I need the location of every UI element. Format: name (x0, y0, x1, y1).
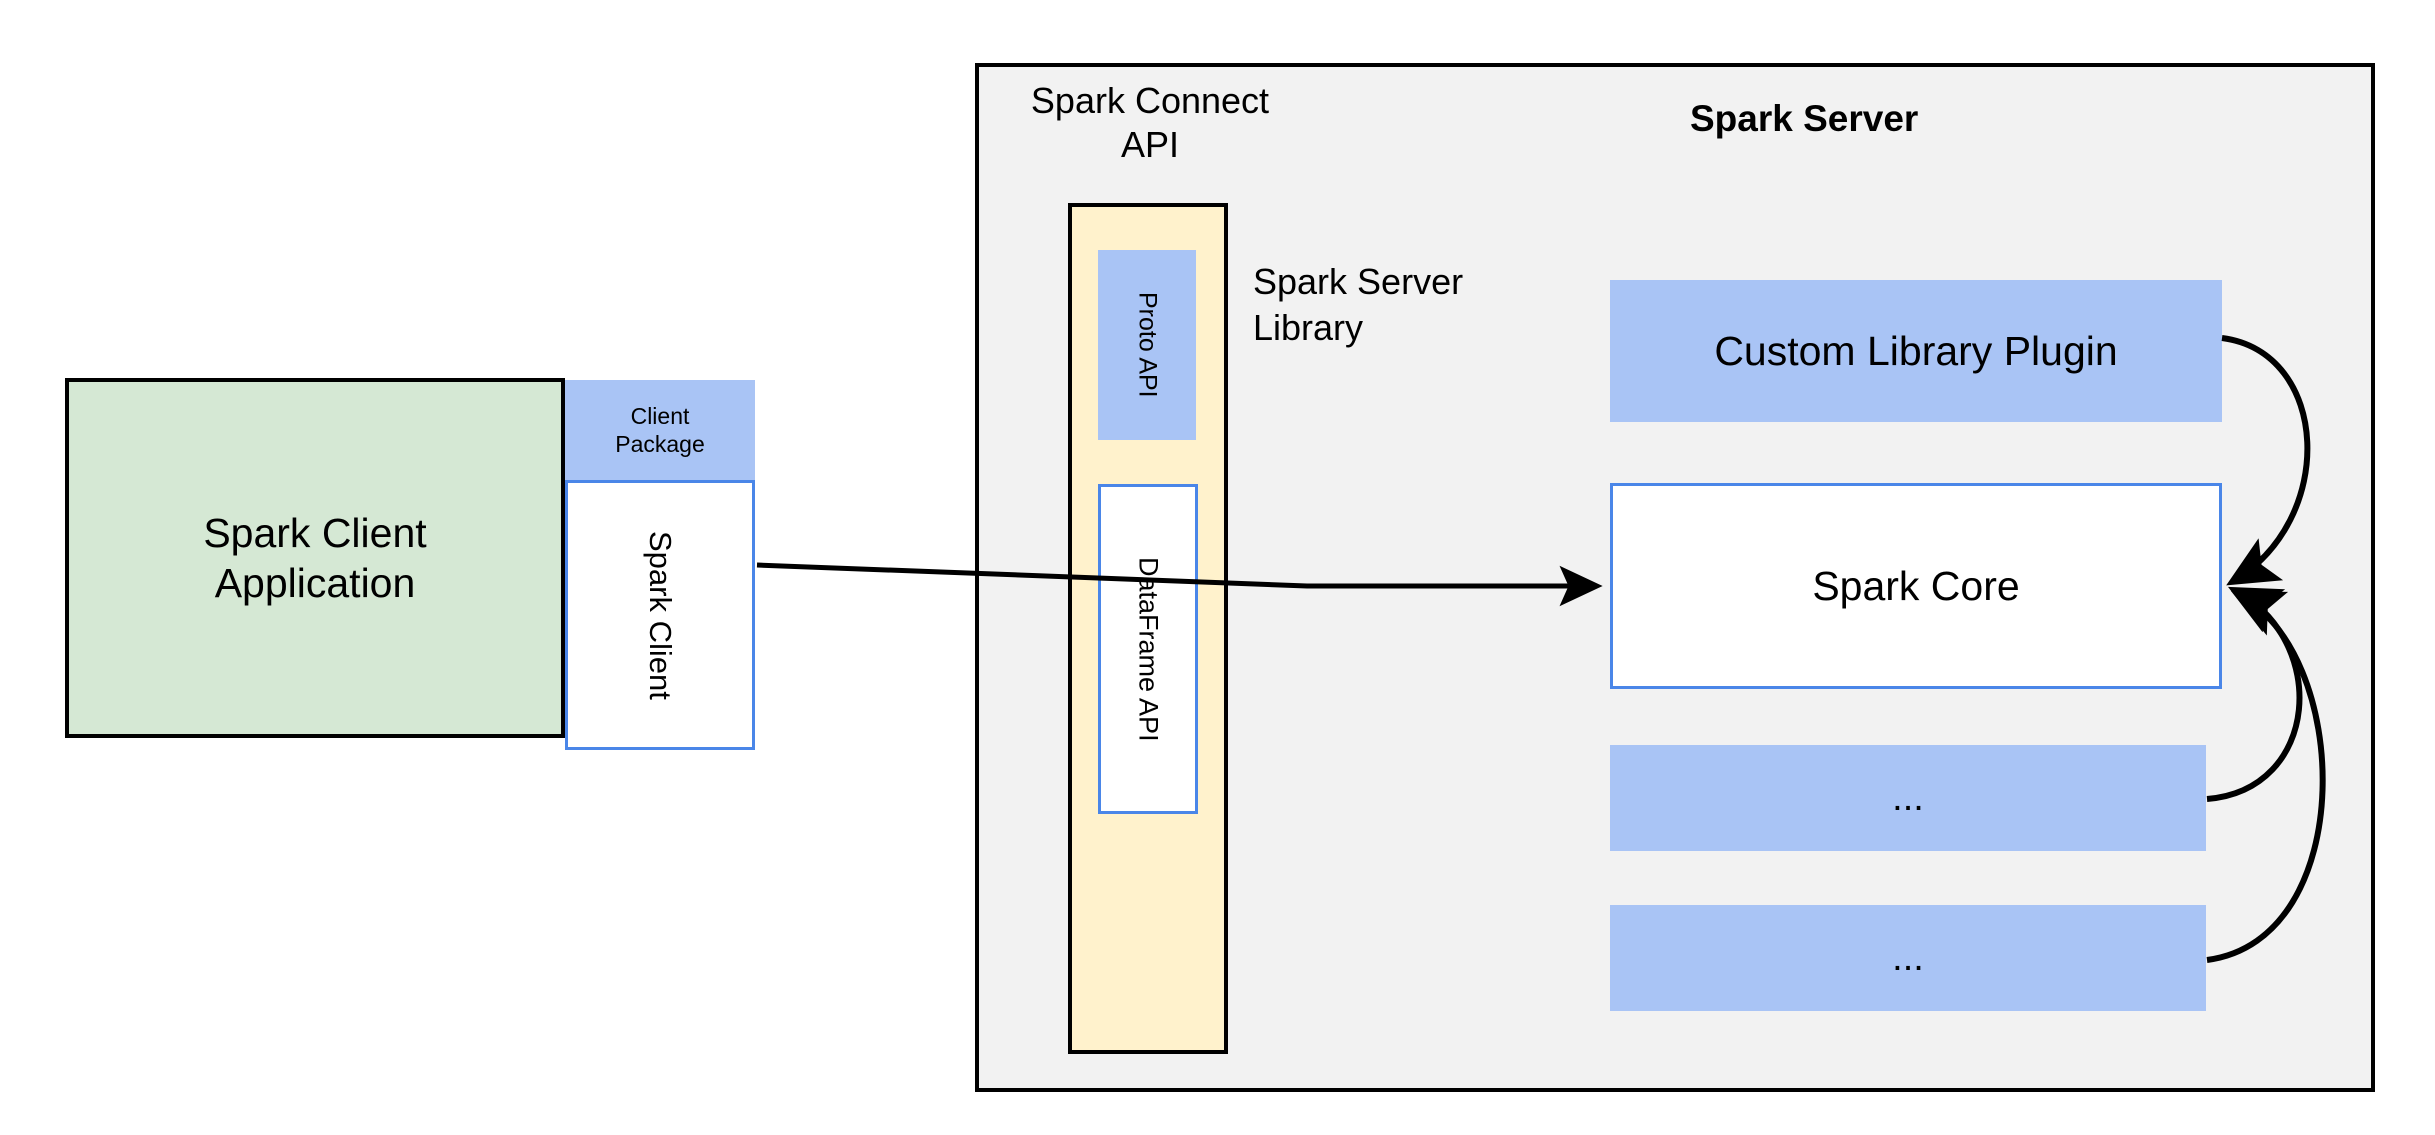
server-component-placeholder-1[interactable]: ... (1610, 745, 2206, 851)
dataframe-api-label: DataFrame API (1133, 556, 1164, 742)
proto-api-box[interactable]: Proto API (1098, 250, 1196, 440)
spark-client-application-box[interactable]: Spark Client Application (65, 378, 565, 738)
spark-client-box[interactable]: Spark Client (565, 480, 755, 750)
client-package-box[interactable]: Client Package (565, 380, 755, 480)
server-component-placeholder-2[interactable]: ... (1610, 905, 2206, 1011)
spark-server-library-label-line2: Library (1253, 307, 1364, 348)
spark-client-application-label-line2: Application (214, 560, 416, 606)
server-component-placeholder-1-label: ... (1892, 776, 1924, 819)
client-package-label-line1: Client (630, 402, 690, 429)
spark-core-box[interactable]: Spark Core (1610, 483, 2222, 689)
spark-connect-api-label-line2: API (1120, 124, 1180, 165)
spark-client-label: Spark Client (642, 530, 678, 700)
spark-server-library-label: Spark Server Library (1253, 250, 1583, 360)
spark-core-label: Spark Core (1812, 562, 2020, 609)
client-package-label-line2: Package (615, 431, 705, 457)
server-component-placeholder-2-label: ... (1892, 936, 1924, 979)
spark-server-library-label-line1: Spark Server (1253, 260, 1464, 302)
spark-connect-api-label-line1: Spark Connect (1030, 80, 1270, 122)
custom-library-plugin-box[interactable]: Custom Library Plugin (1610, 280, 2222, 422)
spark-connect-api-label: Spark Connect API (1000, 68, 1300, 178)
dataframe-api-box[interactable]: DataFrame API (1098, 484, 1198, 814)
custom-library-plugin-label: Custom Library Plugin (1714, 327, 2118, 374)
proto-api-label: Proto API (1133, 292, 1162, 398)
spark-client-application-label-line1: Spark Client (203, 509, 427, 556)
spark-server-title: Spark Server (1690, 98, 1919, 139)
